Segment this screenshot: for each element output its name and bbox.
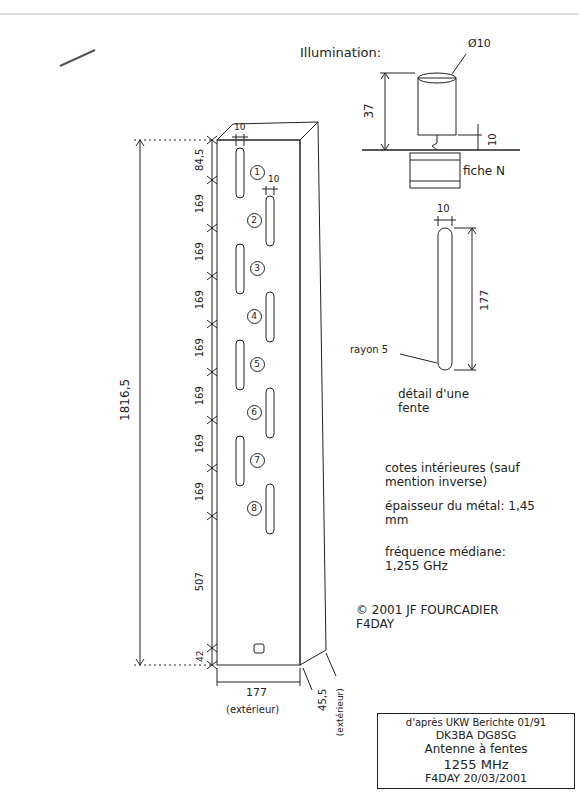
dimension-value: 169 xyxy=(194,434,206,453)
note-text: (extérieur) xyxy=(226,704,279,716)
dimension-tick xyxy=(207,272,217,280)
dimension-value: 169 xyxy=(194,338,206,357)
note-text: 10 xyxy=(268,174,279,184)
slot xyxy=(236,340,244,390)
note-text: détail d'une fente xyxy=(398,388,478,416)
dimension-value: 169 xyxy=(194,290,206,309)
callout-circle: 2 xyxy=(247,213,262,228)
dimension-tick xyxy=(207,176,217,184)
callout-circle: 6 xyxy=(247,405,262,420)
callout-circle: 5 xyxy=(250,357,265,372)
dimension-value: 169 xyxy=(194,482,206,501)
slot xyxy=(236,436,244,486)
title-text: d'après UKW Berichte 01/91 xyxy=(382,717,570,729)
callout-circle: 4 xyxy=(247,309,262,324)
note-text: épaisseur du métal: 1,45 mm xyxy=(385,500,535,528)
note-text: rayon 5 xyxy=(350,344,388,356)
title-text: F4DAY 20/03/2001 xyxy=(382,772,570,785)
dimension-tick xyxy=(207,661,217,669)
callout-circle: 8 xyxy=(247,501,262,516)
dimension-value: 45,5 xyxy=(317,689,329,711)
dimension-value: 84,5 xyxy=(194,149,206,171)
slot xyxy=(266,484,274,534)
callout-number: 4 xyxy=(251,311,257,321)
dimension-value: 169 xyxy=(194,194,206,213)
note-text: fréquence médiane: 1,255 GHz xyxy=(385,546,535,574)
callout-number: 5 xyxy=(254,359,260,369)
title-text: Antenne à fentes xyxy=(382,742,570,756)
note-text: 10 xyxy=(234,122,245,132)
dimension-value: 177 xyxy=(479,289,492,310)
callout-circle: 7 xyxy=(250,453,265,468)
note-text: Illumination: xyxy=(300,46,381,61)
callout-circle: 3 xyxy=(250,261,265,276)
dimension-tick xyxy=(207,512,217,520)
note-text: 177 xyxy=(246,687,267,700)
slot xyxy=(266,388,274,438)
dimension-value: 169 xyxy=(194,386,206,405)
note-text: fiche N xyxy=(463,165,505,179)
dimension-value: 169 xyxy=(194,242,206,261)
slot xyxy=(266,196,274,246)
callout-number: 1 xyxy=(254,167,260,177)
title-block: d'après UKW Berichte 01/91DK3BA DG8SGAnt… xyxy=(377,713,575,789)
callout-circle: 1 xyxy=(250,165,265,180)
callout-number: 6 xyxy=(251,407,257,417)
callout-number: 2 xyxy=(251,215,257,225)
title-text: DK3BA DG8SG xyxy=(382,729,570,742)
dimension-tick xyxy=(207,136,217,144)
dimension-value: 42 xyxy=(195,650,205,661)
dimension-tick xyxy=(207,416,217,424)
note-text: cotes intérieures (sauf mention inverse) xyxy=(385,462,535,490)
dimension-tick xyxy=(207,644,217,652)
note-text: 10 xyxy=(437,203,450,215)
dimension-value: 10 xyxy=(486,134,498,147)
callout-number: 8 xyxy=(251,503,257,513)
title-text: 1255 MHz xyxy=(382,757,570,773)
slot xyxy=(266,292,274,342)
dimension-tick xyxy=(207,368,217,376)
note-text: © 2001 JF FOURCADIER F4DAY xyxy=(356,604,528,632)
callout-number: 7 xyxy=(254,455,260,465)
dimension-value: 1816,5 xyxy=(119,379,133,421)
dimension-value: (extérieur) xyxy=(335,688,345,736)
dimension-tick xyxy=(207,464,217,472)
slot xyxy=(236,244,244,294)
callout-number: 3 xyxy=(254,263,260,273)
dimension-tick xyxy=(207,224,217,232)
dimension-value: 507 xyxy=(194,572,206,591)
dimension-value: 37 xyxy=(363,103,377,118)
note-text: Ø10 xyxy=(468,38,491,51)
slot xyxy=(236,148,244,198)
dimension-tick xyxy=(207,320,217,328)
